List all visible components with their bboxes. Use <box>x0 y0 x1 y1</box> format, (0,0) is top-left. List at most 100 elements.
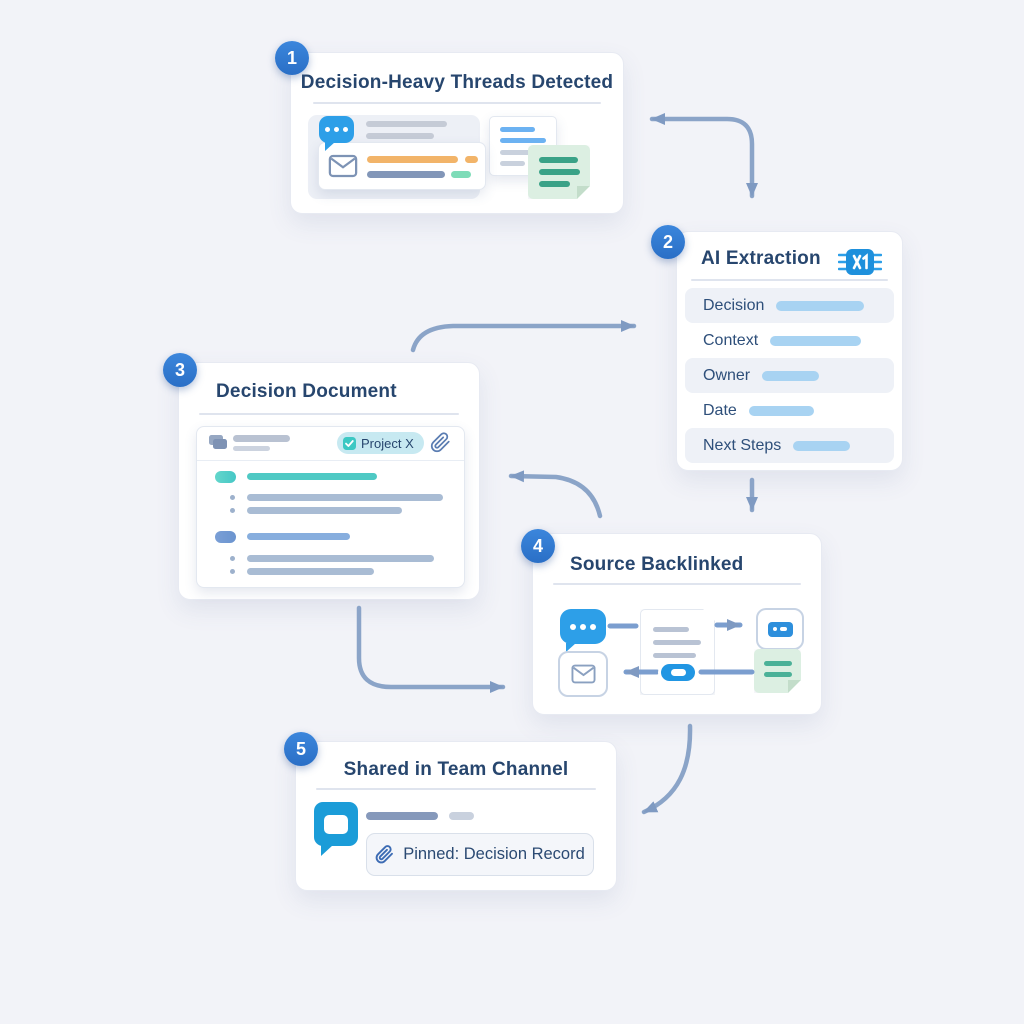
step-number: 1 <box>286 47 297 68</box>
speech-bubble-icon <box>314 802 358 856</box>
step-number: 4 <box>532 535 543 556</box>
step-badge: 1 <box>275 41 309 75</box>
connector-backlinked-document <box>508 470 603 519</box>
messages-icon <box>209 435 227 449</box>
extraction-field-row: Date <box>685 393 894 428</box>
chat-bubble-icon <box>319 116 354 151</box>
step-title: Source Backlinked <box>570 554 744 575</box>
placeholder-bar <box>366 121 447 127</box>
extraction-field-row: Decision <box>685 288 894 323</box>
field-label: Context <box>703 331 759 349</box>
placeholder-bar <box>653 653 696 658</box>
project-tag: Project X <box>337 432 424 454</box>
title-divider <box>313 102 601 104</box>
step-badge: 5 <box>284 732 318 766</box>
extraction-field-row: Next Steps <box>685 428 894 463</box>
placeholder-bar <box>653 627 689 632</box>
placeholder-bar <box>449 812 474 820</box>
step-card-decision-document: 3 Decision Document Project X <box>163 353 480 600</box>
placeholder-bar <box>500 127 535 132</box>
connector-threads-extraction <box>649 113 758 199</box>
pinned-record-banner: Pinned: Decision Record <box>366 833 594 876</box>
field-label: Owner <box>703 366 751 384</box>
bullet-dot <box>230 495 235 500</box>
placeholder-bar <box>247 473 377 480</box>
email-icon <box>328 154 358 178</box>
placeholder-bar <box>465 156 478 163</box>
field-label: Next Steps <box>703 436 782 454</box>
placeholder-bar <box>500 150 540 155</box>
step-card-ai-extraction: 2 AI Extraction Decision Context Own <box>651 225 903 471</box>
placeholder-bar <box>366 133 434 139</box>
step-number: 2 <box>662 231 673 252</box>
field-label: Date <box>703 401 737 419</box>
placeholder-bar <box>366 812 438 820</box>
title-divider <box>553 583 801 585</box>
section-pill-teal <box>215 471 236 483</box>
sticky-note-icon <box>754 649 801 693</box>
placeholder-bar <box>500 138 546 143</box>
placeholder-bar <box>764 661 792 666</box>
step-title: Decision-Heavy Threads Detected <box>300 72 614 93</box>
step-card-threads-detected: 1 Decision-Heavy Threads Detected <box>275 41 624 214</box>
field-value-bar <box>776 300 865 311</box>
placeholder-bar <box>539 157 578 163</box>
link-pill-icon <box>658 661 698 684</box>
title-divider <box>691 279 888 281</box>
document-header: Project X <box>197 427 464 461</box>
bullet-dot <box>230 569 235 574</box>
placeholder-bar <box>247 555 434 562</box>
extraction-fields: Decision Context Owner Date Next Steps <box>685 288 894 463</box>
title-divider <box>316 788 596 790</box>
placeholder-bar <box>500 161 525 166</box>
placeholder-bar <box>539 169 580 175</box>
step-card-source-backlinked: 4 Source Backlinked <box>521 529 822 715</box>
field-value-bar <box>762 370 820 381</box>
extraction-field-row: Owner <box>685 358 894 393</box>
sticky-note-icon <box>528 145 590 199</box>
placeholder-bar <box>653 640 701 645</box>
envelope-icon <box>558 651 608 697</box>
placeholder-bar <box>233 435 290 442</box>
step-badge: 3 <box>163 353 197 387</box>
placeholder-bar <box>367 156 458 163</box>
placeholder-bar <box>233 446 270 451</box>
ai-chip-icon <box>838 249 882 275</box>
step-title: Shared in Team Channel <box>343 759 569 780</box>
connector-document-extraction <box>410 320 637 353</box>
step-title: Decision Document <box>216 381 397 402</box>
placeholder-bar <box>247 568 374 575</box>
project-tag-label: Project X <box>361 435 414 451</box>
step-number: 5 <box>295 738 306 759</box>
pinned-record-label: Pinned: Decision Record <box>403 845 585 863</box>
chat-bubble-icon <box>560 609 606 652</box>
placeholder-bar <box>367 171 445 178</box>
title-divider <box>199 413 459 415</box>
field-label: Decision <box>703 296 765 314</box>
step-number: 3 <box>174 359 185 380</box>
step-badge: 4 <box>521 529 555 563</box>
connector-document-backlinked <box>356 605 506 693</box>
step-badge: 2 <box>651 225 685 259</box>
placeholder-bar <box>764 672 792 677</box>
check-icon <box>343 436 356 450</box>
placeholder-bar <box>451 171 471 178</box>
bullet-dot <box>230 508 235 513</box>
step-card-team-channel: 5 Shared in Team Channel Pinned: Decisio… <box>284 732 617 891</box>
bullet-dot <box>230 556 235 561</box>
placeholder-bar <box>247 494 443 501</box>
extraction-field-row: Context <box>685 323 894 358</box>
paperclip-icon <box>375 845 394 864</box>
chat-box-icon <box>756 608 804 650</box>
connector-backlinked-channel <box>641 723 693 815</box>
placeholder-bar <box>247 507 402 514</box>
email-thread-card <box>318 142 486 190</box>
field-value-bar <box>748 405 814 416</box>
decision-document-preview: Project X <box>196 426 465 588</box>
step-title: AI Extraction <box>701 248 821 269</box>
field-value-bar <box>770 335 862 346</box>
section-pill-blue <box>215 531 236 543</box>
placeholder-bar <box>539 181 570 187</box>
field-value-bar <box>793 440 851 451</box>
